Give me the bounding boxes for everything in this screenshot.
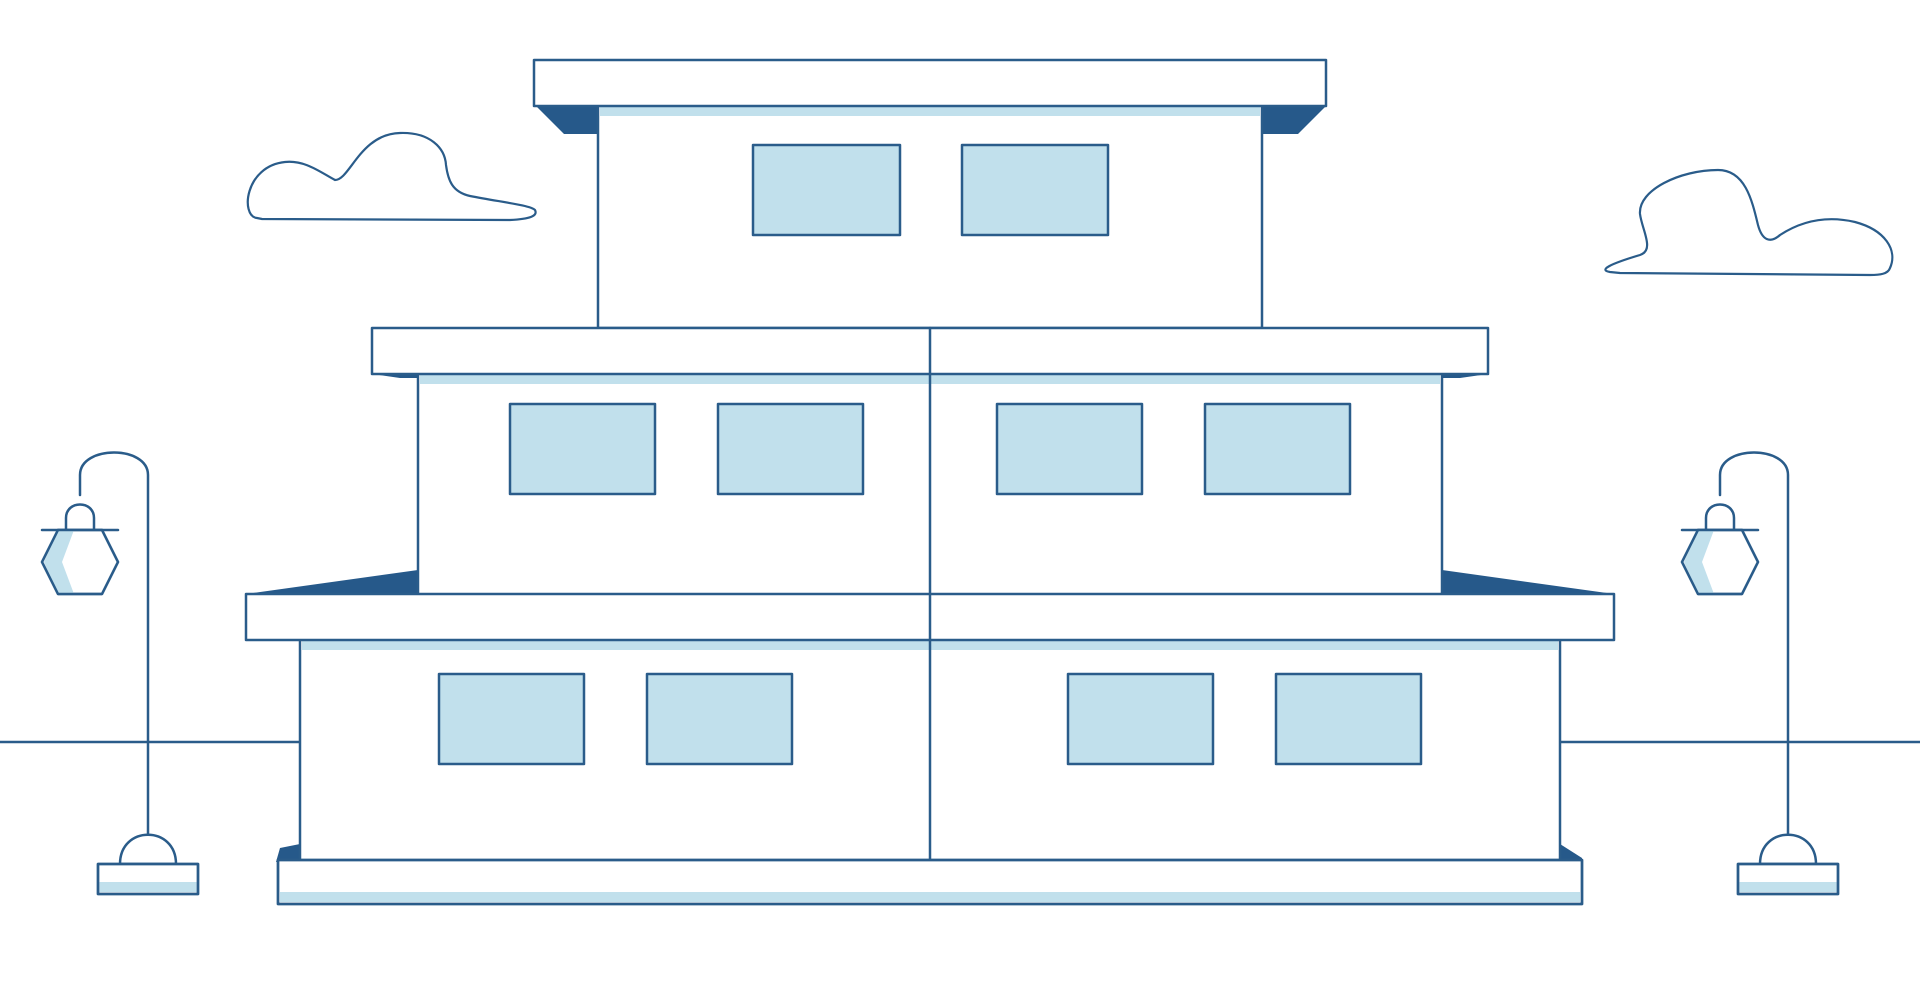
top-tier <box>532 58 1328 330</box>
bottom-tier <box>244 592 1616 864</box>
window <box>1203 402 1352 496</box>
building-base <box>276 858 1584 906</box>
window <box>508 402 657 496</box>
window <box>751 143 902 237</box>
street-lamp-right-icon <box>1680 451 1840 896</box>
window <box>960 143 1110 237</box>
window <box>1066 672 1215 766</box>
cloud-right-icon <box>1604 168 1894 277</box>
window <box>437 672 586 766</box>
building <box>244 58 1616 906</box>
middle-tier <box>246 326 1614 598</box>
street-lamp-left-icon <box>40 451 200 896</box>
window <box>995 402 1144 496</box>
cloud-left-icon <box>246 131 537 222</box>
window <box>716 402 865 496</box>
window <box>1274 672 1423 766</box>
window <box>645 672 794 766</box>
